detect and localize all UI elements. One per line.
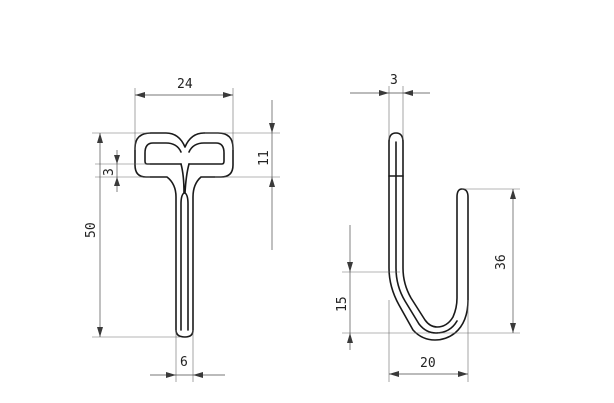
front-view-inner-loop-left xyxy=(144,142,182,165)
side-view xyxy=(388,132,469,341)
front-view-leg-right xyxy=(184,192,189,331)
front-view-leg-left xyxy=(180,192,185,331)
dim-label-wire: 3 xyxy=(390,73,398,88)
dim-label-hook-width: 20 xyxy=(420,356,436,371)
dim-label-thickness: 3 xyxy=(102,168,117,176)
dim-label-wire-gap: 6 xyxy=(180,355,188,370)
side-view-inner-wire xyxy=(395,141,458,334)
side-view-outline xyxy=(388,132,469,341)
dim-label-bend-height: 15 xyxy=(335,296,350,312)
side-view-dimensions: 3 36 15 20 xyxy=(335,73,520,382)
front-view-wire-cross xyxy=(180,163,190,194)
front-view xyxy=(134,132,234,338)
dim-label-width-top: 24 xyxy=(177,77,193,92)
front-view-inner-loop-right xyxy=(188,142,225,165)
dim-label-height-top: 11 xyxy=(257,150,272,166)
front-view-dimensions: 24 11 3 50 6 xyxy=(84,77,280,382)
dim-label-hook-height: 36 xyxy=(494,254,509,270)
dim-label-total-height: 50 xyxy=(84,222,99,238)
